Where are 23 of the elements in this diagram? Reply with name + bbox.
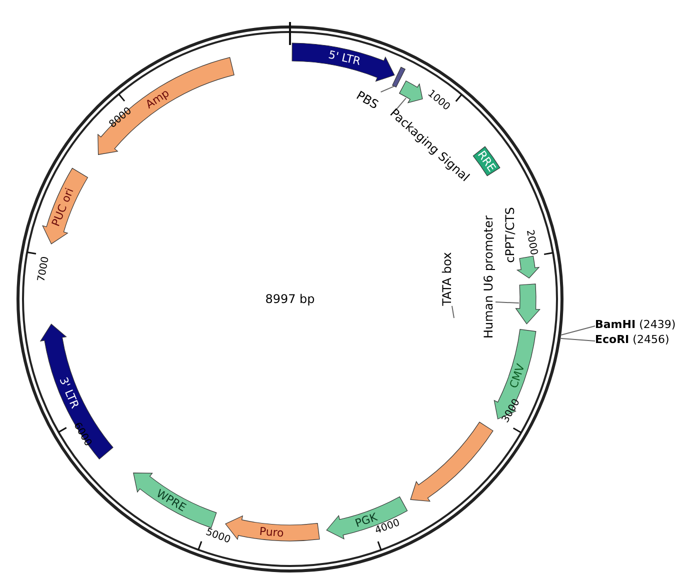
scale-label: 6000 [71, 420, 94, 448]
feature-label: cPPT/CTS [502, 207, 517, 263]
leader-line [452, 305, 454, 318]
scale-label: 2000 [524, 229, 540, 256]
feature-label: Human U6 promoter [482, 216, 496, 338]
scale-label: 7000 [36, 256, 52, 283]
plasmid-size: 8997 bp [265, 292, 315, 306]
marker-bar [392, 66, 406, 88]
leader-line [380, 86, 395, 92]
plasmid-feature [410, 422, 494, 502]
restriction-site-label: EcoRI (2456) [595, 333, 670, 347]
feature-label: TATA box [440, 252, 454, 306]
plasmid-feature [516, 256, 540, 278]
restriction-site-label: BamHI (2439) [595, 318, 676, 332]
leader-line [495, 302, 520, 304]
leader-line [560, 326, 596, 336]
plasmid-feature: PUC ori [42, 168, 88, 244]
plasmid-feature [516, 284, 540, 324]
leader-line [394, 98, 406, 112]
feature-label: PBS [354, 88, 381, 112]
plasmid-feature [399, 80, 423, 104]
plasmid-feature: 5' LTR [292, 42, 395, 82]
leader-line [560, 338, 596, 342]
